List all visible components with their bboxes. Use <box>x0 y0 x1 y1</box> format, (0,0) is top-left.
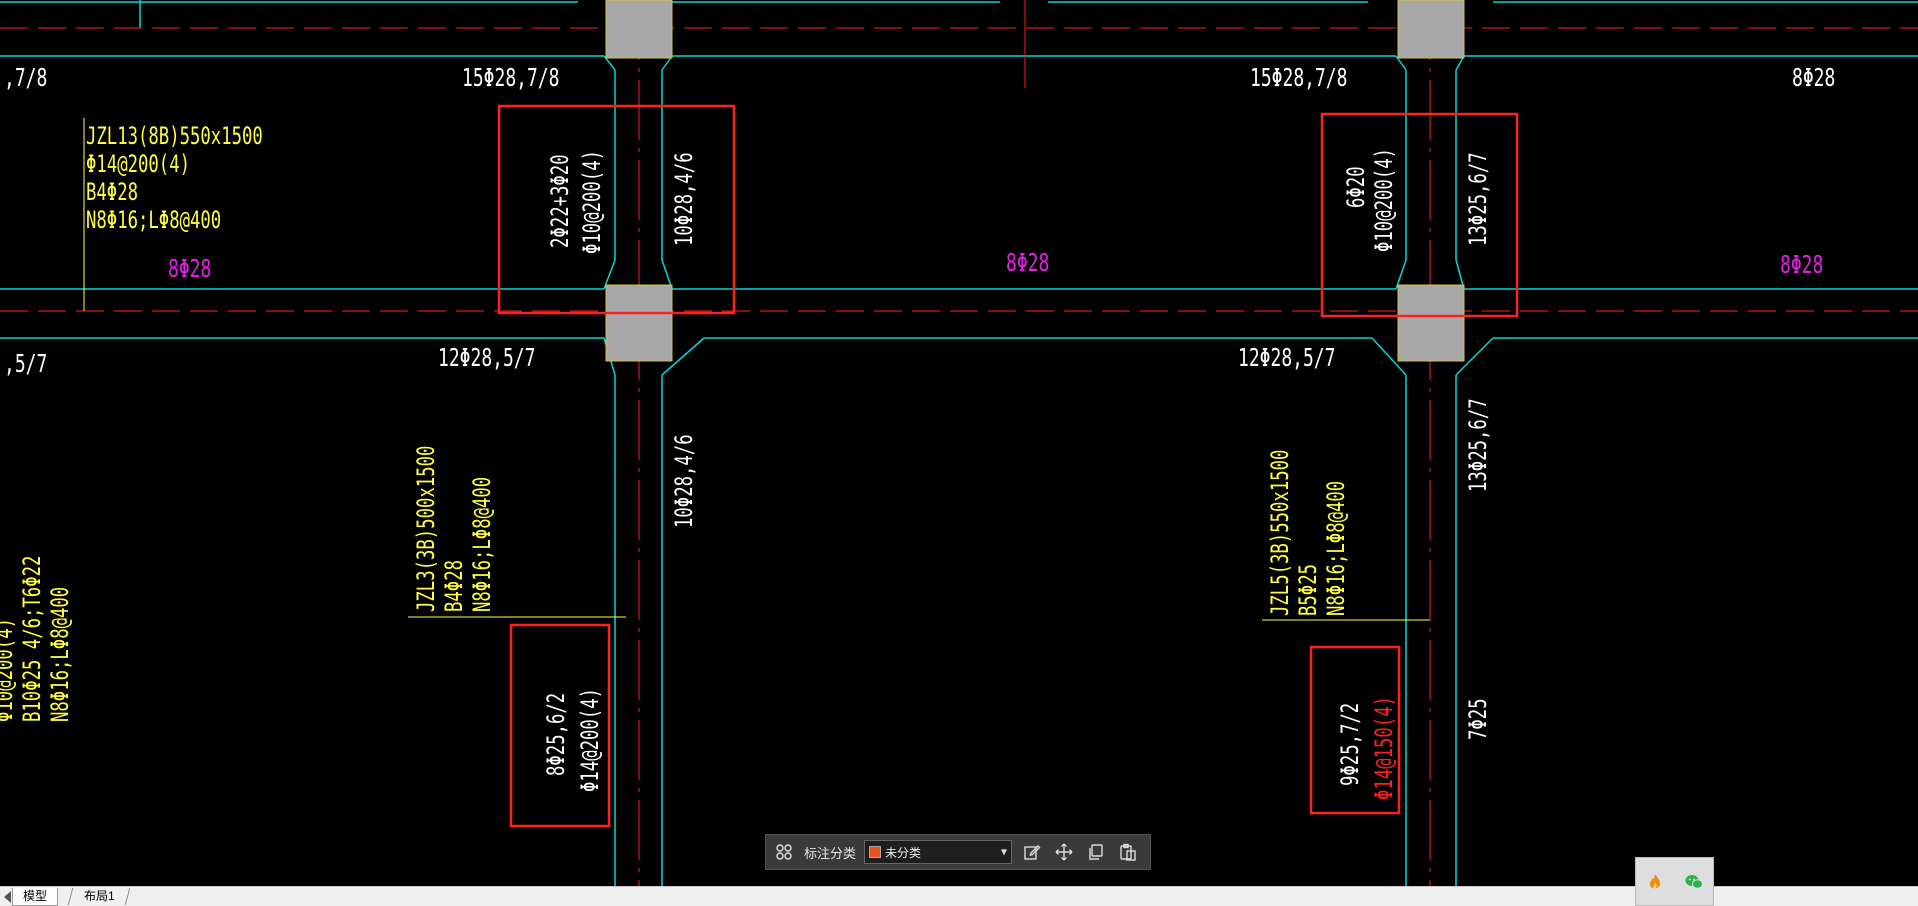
beam-label-jzl13: JZL13(8B)550x1500 Φ14@200(4) B4Φ28 N8Φ16… <box>86 122 263 234</box>
highlight-box <box>1309 645 1401 815</box>
tab-layout1-label: 布局1 <box>83 889 115 903</box>
rebar-note: ,5/7 <box>4 350 47 379</box>
beam-outlines <box>0 0 1918 886</box>
rebar-note: ,7/8 <box>4 64 47 93</box>
highlight-box <box>497 104 736 315</box>
rebar-note: 13Φ25,6/7 <box>1464 152 1492 246</box>
edit-icon[interactable] <box>1020 840 1044 864</box>
beam-label-line: Φ14@200(4) <box>86 150 190 178</box>
column <box>1397 0 1465 59</box>
tab-model[interactable]: 模型 <box>12 888 58 906</box>
rebar-note: 7Φ25 <box>1464 698 1492 740</box>
annotation-category-select[interactable]: 未分类 ▼ <box>864 840 1013 864</box>
rebar-note-highlighted: Φ14@150(4) <box>1370 696 1398 800</box>
rebar-note: 2Φ22+3Φ20 <box>546 154 574 248</box>
axis-lines <box>0 0 1918 886</box>
rebar-note: 9Φ25,7/2 <box>1336 703 1364 786</box>
rebar-note: 12Φ28,5/7 <box>438 344 535 373</box>
leader-lines <box>83 118 1430 621</box>
rebar-note: 6Φ20 <box>1342 166 1370 208</box>
rebar-note: 8Φ28 <box>1792 64 1835 93</box>
tab-scroll-left-icon[interactable] <box>4 891 11 903</box>
paste-icon[interactable] <box>1116 840 1140 864</box>
rebar-note: 8Φ28 <box>168 255 211 284</box>
beam-label-line: JZL13(8B)550x1500 <box>86 122 263 150</box>
grid-icon[interactable] <box>772 840 796 864</box>
beam-label-left-partial: Φ10@200(4) B10Φ25 4/6;T6Φ22 N8Φ16;LΦ8@40… <box>0 556 74 722</box>
beam-label-line: N8Φ16;LΦ8@400 <box>468 477 496 612</box>
rebar-notes-vertical: 2Φ22+3Φ20 Φ10@200(4) 10Φ28,4/6 10Φ28,4/6… <box>542 148 1492 792</box>
beam-label-line: Φ10@200(4) <box>0 618 18 722</box>
rebar-note: 15Φ28,7/8 <box>1250 64 1347 93</box>
move-icon[interactable] <box>1052 840 1076 864</box>
rebar-note: 8Φ28 <box>1006 249 1049 278</box>
system-tray <box>1635 857 1714 906</box>
beam-label-jzl5: JZL5(3B)550x1500 B5Φ25 N8Φ16;LΦ8@400 <box>1266 450 1350 616</box>
rebar-note: 10Φ28,4/6 <box>670 434 698 528</box>
annotation-category-label: 标注分类 <box>804 845 857 861</box>
column <box>605 284 673 362</box>
beam-label-line: N8Φ16;LΦ8@400 <box>46 587 74 722</box>
copy-icon[interactable] <box>1084 840 1108 864</box>
column <box>605 0 673 59</box>
beam-label-line: N8Φ16;LΦ8@400 <box>86 206 221 234</box>
rebar-note: 12Φ28,5/7 <box>1238 344 1335 373</box>
beam-label-line: B5Φ25 <box>1294 564 1322 616</box>
highlight-box <box>1320 112 1519 318</box>
chevron-down-icon: ▼ <box>1000 846 1008 858</box>
rebar-note: 8Φ25,6/2 <box>542 693 570 776</box>
tab-layout1[interactable]: 布局1 <box>67 888 131 905</box>
annotation-toolbar: 标注分类 未分类 ▼ <box>765 834 1151 870</box>
columns <box>605 0 1465 362</box>
layout-tab-bar: 模型 布局1 <box>0 886 1918 906</box>
rebar-note: 13Φ25,6/7 <box>1464 398 1492 492</box>
column <box>1397 284 1465 362</box>
rebar-note: 10Φ28,4/6 <box>670 152 698 246</box>
rebar-note: Φ10@200(4) <box>578 150 606 254</box>
beam-label-line: B4Φ28 <box>86 178 138 206</box>
rebar-notes-horizontal: ,7/8 15Φ28,7/8 15Φ28,7/8 8Φ28 ,5/7 12Φ28… <box>4 64 1835 379</box>
rebar-note: 15Φ28,7/8 <box>462 64 559 93</box>
rebar-note: Φ10@200(4) <box>1370 148 1398 252</box>
beam-label-line: N8Φ16;LΦ8@400 <box>1322 481 1350 616</box>
beam-label-line: B4Φ28 <box>440 560 468 612</box>
beam-label-jzl3: JZL3(3B)500x1500 B4Φ28 N8Φ16;LΦ8@400 <box>412 446 496 612</box>
rebar-notes-magenta: 8Φ28 8Φ28 8Φ28 <box>168 249 1823 284</box>
rebar-note: Φ14@200(4) <box>576 688 604 792</box>
cad-drawing-canvas[interactable]: JZL13(8B)550x1500 Φ14@200(4) B4Φ28 N8Φ16… <box>0 0 1918 886</box>
beam-label-line: JZL3(3B)500x1500 <box>412 446 440 612</box>
beam-label-line: JZL5(3B)550x1500 <box>1266 450 1294 616</box>
highlight-box <box>509 623 611 828</box>
wechat-icon[interactable] <box>1684 872 1704 892</box>
rebar-note: 8Φ28 <box>1780 251 1823 280</box>
highlight-boxes <box>497 104 1519 828</box>
flame-icon[interactable] <box>1645 872 1665 892</box>
beam-label-line: B10Φ25 4/6;T6Φ22 <box>18 556 46 722</box>
category-select-value: 未分类 <box>885 845 922 860</box>
category-color-swatch <box>869 846 882 858</box>
